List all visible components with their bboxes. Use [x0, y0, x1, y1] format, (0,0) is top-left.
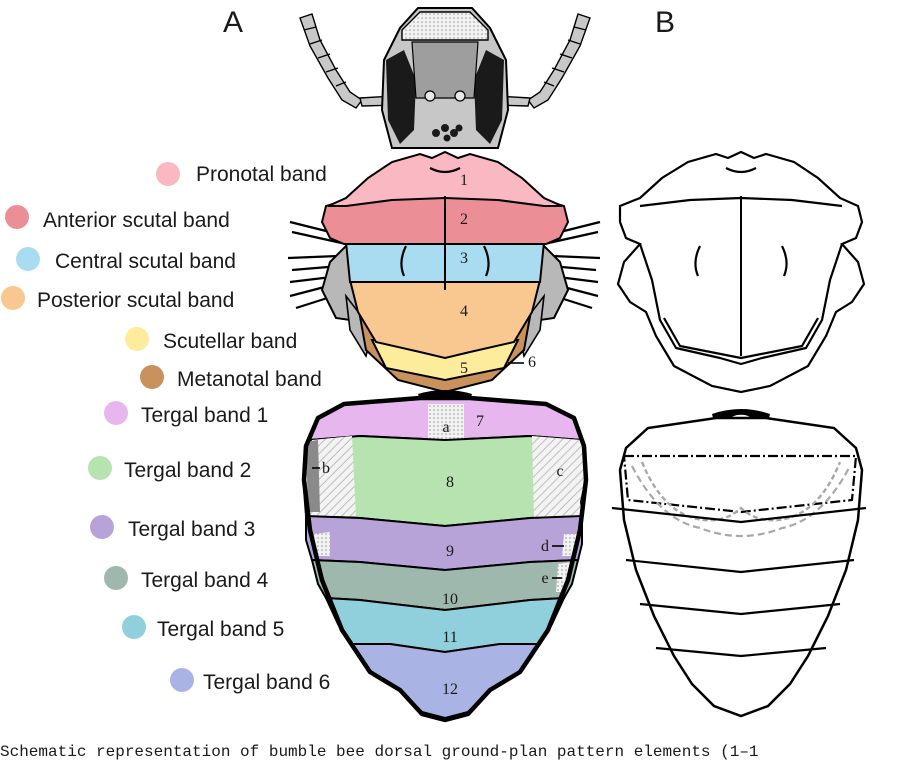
legend-swatch [1, 286, 25, 310]
legend-label: Tergal band 6 [203, 671, 330, 694]
legend-label: Tergal band 3 [128, 518, 255, 541]
segment-number: 8 [446, 474, 454, 491]
legend-label: Posterior scutal band [37, 289, 234, 312]
bee-outline [611, 150, 867, 718]
legend-swatch [90, 515, 114, 539]
segment-number: 10 [442, 591, 458, 608]
pattern-letter: e [541, 570, 548, 587]
legend-swatch [16, 247, 40, 271]
head [380, 7, 510, 149]
legend: Pronotal band Anterior scutal band Centr… [1, 162, 330, 694]
legend-label: Tergal band 2 [124, 459, 251, 482]
abdomen-outline [618, 416, 864, 718]
pattern-letter: d [541, 538, 549, 555]
segment-number: 2 [460, 211, 468, 228]
segment-number: 9 [446, 543, 454, 560]
panel-label-b: B [655, 6, 675, 39]
segment-number: 4 [460, 303, 468, 320]
legend-label: Pronotal band [196, 163, 327, 186]
legend-swatch [104, 566, 128, 590]
panel-label-a: A [223, 6, 243, 39]
legend-swatch [140, 365, 164, 389]
pattern-letter: a [442, 419, 449, 436]
legend-swatch [5, 205, 29, 229]
pattern-letter: c [556, 463, 563, 480]
bee-colored: 1 2 3 4 5 6 7 8 9 10 11 12 a b c d e [287, 7, 601, 723]
legend-label: Central scutal band [55, 250, 236, 273]
segment-number: 3 [460, 250, 468, 267]
pattern-element-a [428, 404, 464, 444]
legend-label: Tergal band 1 [141, 404, 268, 427]
legend-label: Anterior scutal band [43, 209, 230, 232]
legend-swatch [88, 456, 112, 480]
legend-swatch [156, 162, 180, 186]
legend-label: Scutellar band [163, 330, 297, 353]
legend-swatch [104, 401, 128, 425]
legend-swatch [122, 615, 146, 639]
legend-swatch [170, 668, 194, 692]
segment-number: 12 [442, 681, 458, 698]
legend-label: Tergal band 5 [157, 618, 284, 641]
pattern-letter: b [322, 460, 330, 477]
segment-number: 11 [442, 629, 457, 646]
segment-number: 7 [476, 413, 484, 430]
pattern-element-e [556, 562, 572, 592]
legend-label: Tergal band 4 [141, 569, 269, 592]
segment-number: 5 [460, 360, 468, 377]
legend-label: Metanotal band [177, 368, 322, 391]
legend-swatch [125, 327, 149, 351]
segment-number: 1 [460, 172, 468, 189]
figure-caption: Schematic representation of bumble bee d… [0, 743, 759, 760]
segment-number: 6 [528, 354, 536, 371]
pattern-element-c [532, 436, 586, 518]
